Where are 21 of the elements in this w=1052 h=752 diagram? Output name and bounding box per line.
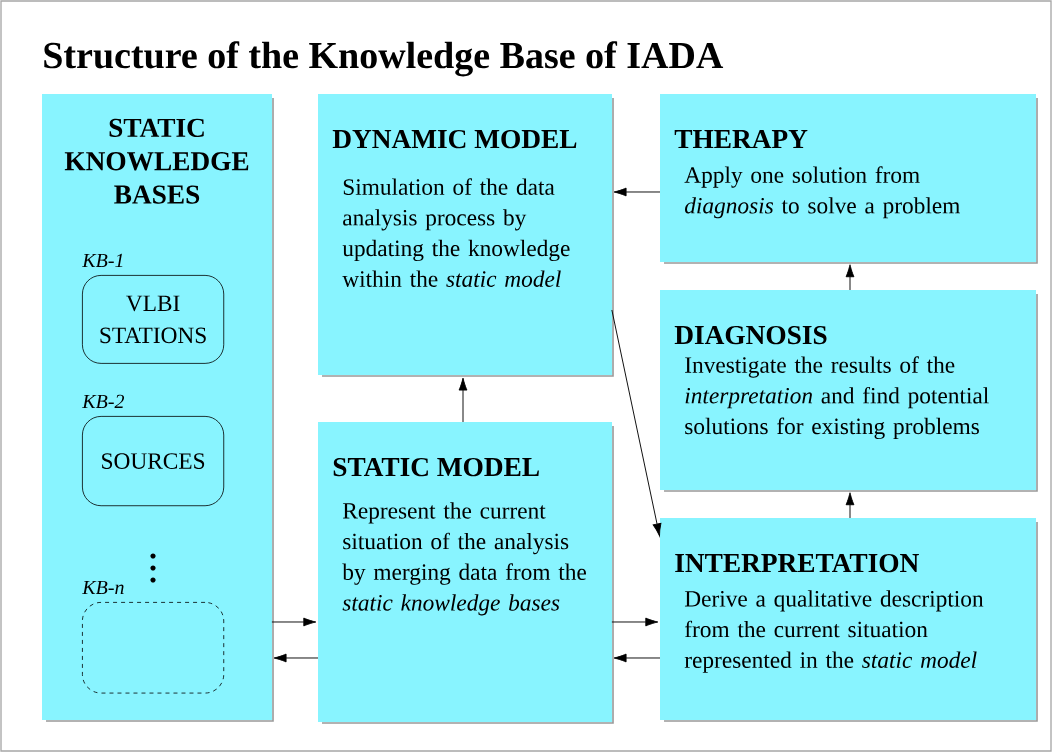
knowledge-base-box: VLBI STATIONS	[82, 275, 225, 364]
placeholder-box	[82, 602, 225, 694]
process-box: DIAGNOSIS Investigate the results of the interpretation and find potential solutions for existing problems	[660, 290, 1038, 492]
arrow	[458, 377, 468, 423]
arrow	[611, 617, 659, 627]
arrow	[845, 492, 855, 519]
arrow	[613, 653, 661, 663]
box-label: KB-n	[82, 580, 124, 595]
arrow	[845, 264, 855, 291]
process-box: INTERPRETATION Derive a qualitative description from the current situation represented in the static model	[660, 518, 1038, 722]
process-box: THERAPY Apply one solution from diagnosis to solve a problem	[660, 94, 1038, 264]
process-box: DYNAMIC MODEL Simulation of the data analysis process by updating the knowledge within the static model	[318, 94, 614, 377]
knowledge-base-box: SOURCES	[82, 416, 225, 507]
arrow	[271, 617, 317, 627]
arrow	[613, 187, 661, 197]
arrow	[273, 653, 319, 663]
process-box: STATIC MODEL Represent the current situation of the analysis by merging data from the static knowledge bases	[318, 422, 614, 724]
box-label: KB-2	[82, 394, 125, 409]
box-label: KB-1	[82, 253, 123, 268]
title: Structure of the Knowledge Base of IADA	[44, 41, 724, 77]
arrow	[611, 309, 662, 537]
